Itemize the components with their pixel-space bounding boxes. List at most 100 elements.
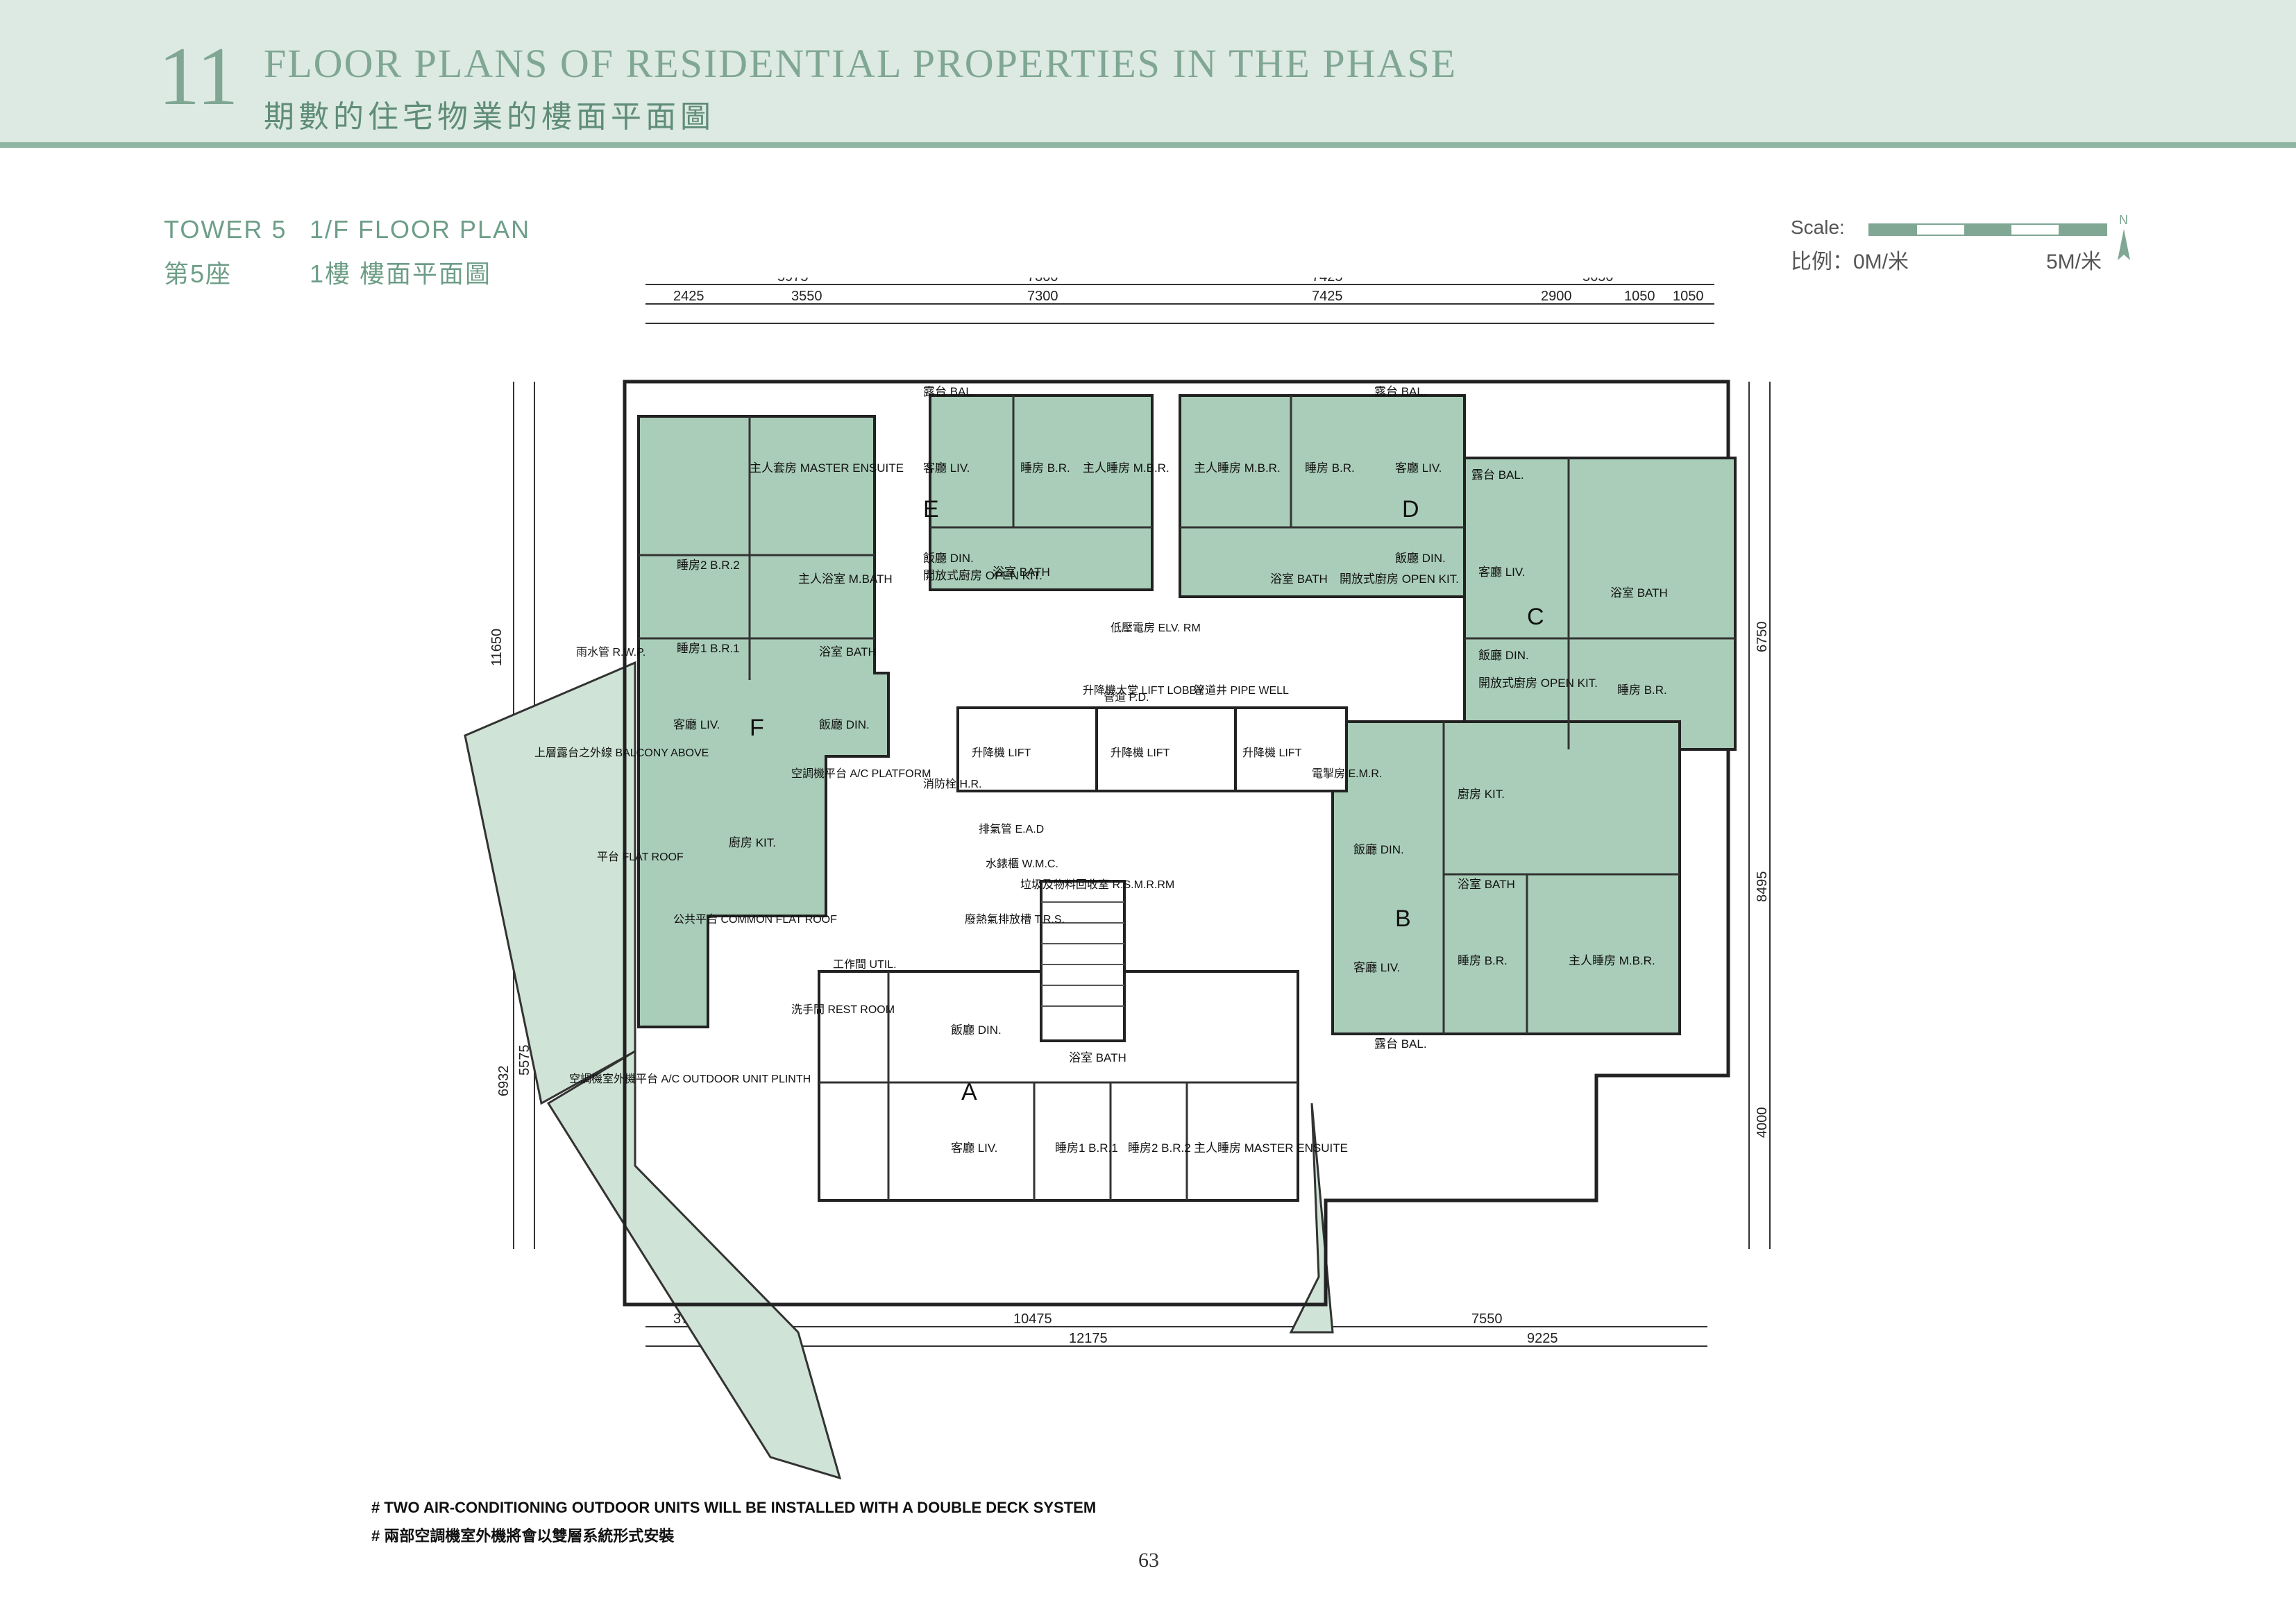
room-a-4: 主人睡房 MASTER ENSUITE bbox=[1194, 1141, 1348, 1155]
core-label-12: 廢熱氣排放槽 T.R.S. bbox=[965, 912, 1065, 926]
room-a-2: 睡房1 B.R.1 bbox=[1055, 1141, 1118, 1155]
dim-right-2: 8495 bbox=[1755, 872, 1770, 903]
section-title-en: FLOOR PLANS OF RESIDENTIAL PROPERTIES IN… bbox=[264, 41, 1458, 86]
core-label-8: 垃圾及物料回收室 R.S.M.R.RM bbox=[1020, 878, 1174, 891]
floor-zh: 1樓 樓面平面圖 bbox=[310, 260, 492, 288]
room-b-5: 主人睡房 M.B.R. bbox=[1569, 954, 1655, 967]
room-e-0: 客廳 LIV. bbox=[923, 461, 970, 475]
header-rule bbox=[0, 142, 2296, 148]
plan-title: TOWER 5 1/F FLOOR PLAN 第5座 1樓 樓面平面圖 bbox=[164, 215, 530, 290]
core-label-group: 升降機 LIFT 升降機 LIFT 升降機 LIFT 升降機大堂 LIFT LO… bbox=[791, 622, 1382, 1016]
room-d-0: 主人睡房 M.B.R. bbox=[1194, 461, 1281, 475]
room-b-2: 廚房 KIT. bbox=[1458, 787, 1505, 801]
stair-treads bbox=[1041, 901, 1124, 1007]
tower-en: TOWER 5 bbox=[164, 215, 287, 244]
core-label-4: 管道井 PIPE WELL bbox=[1194, 684, 1289, 697]
core-label-2: 升降機 LIFT bbox=[1242, 747, 1302, 759]
room-f-5: 客廳 LIV. bbox=[673, 718, 720, 731]
dim-top2-1: 2425 bbox=[673, 289, 704, 304]
room-d-2: 客廳 LIV. bbox=[1395, 461, 1442, 475]
unit-c-fill bbox=[1463, 457, 1737, 751]
room-f-4: 浴室 BATH bbox=[819, 645, 877, 658]
room-b-4: 睡房 B.R. bbox=[1458, 954, 1508, 967]
scale-bar: Scale: 比例：0M/米 5M/米 bbox=[1791, 214, 2152, 276]
unit-label-f: F bbox=[750, 715, 764, 741]
dim-bot2-2: 12175 bbox=[1069, 1331, 1108, 1346]
dim-top2-2: 3550 bbox=[791, 289, 822, 304]
unit-label-e: E bbox=[923, 496, 939, 522]
unit-d-fill bbox=[1179, 394, 1466, 598]
room-d-5: 浴室 BATH bbox=[1270, 572, 1328, 586]
units bbox=[637, 394, 1737, 1202]
scale-end-label: 5M/米 bbox=[2046, 250, 2102, 273]
dim-left-2: 5575 bbox=[517, 1045, 532, 1076]
room-b-1: 客廳 LIV. bbox=[1353, 961, 1400, 974]
scale-label-zh: 比例：0M/米 bbox=[1791, 250, 1909, 273]
room-f-0: 主人套房 MASTER ENSUITE bbox=[750, 461, 904, 475]
dim-right-3: 4000 bbox=[1755, 1107, 1770, 1139]
unit-f-fill bbox=[637, 415, 890, 1028]
unit-a-fill bbox=[818, 970, 1299, 1202]
room-c-1: 飯廳 DIN. bbox=[1478, 649, 1529, 662]
flat-roofs bbox=[464, 661, 1334, 1480]
dim-top2-5: 2900 bbox=[1541, 289, 1572, 304]
room-e-6: 露台 BAL. bbox=[923, 385, 976, 398]
floor-en: 1/F FLOOR PLAN bbox=[310, 215, 531, 244]
room-b-0: 飯廳 DIN. bbox=[1353, 843, 1404, 856]
room-b-3: 浴室 BATH bbox=[1458, 878, 1515, 891]
room-d-6: 露台 BAL. bbox=[1374, 385, 1427, 398]
core-label-1: 升降機 LIFT bbox=[1111, 747, 1170, 759]
core-label-14: 洗手間 REST ROOM bbox=[791, 1003, 895, 1016]
dim-top-2: 7300 bbox=[1027, 278, 1058, 284]
dim-top2-6: 1050 bbox=[1624, 289, 1655, 304]
room-e-4: 開放式廚房 OPEN KIT. bbox=[923, 568, 1043, 582]
unit-label-d: D bbox=[1402, 496, 1419, 522]
room-f-1: 睡房2 B.R.2 bbox=[677, 559, 740, 572]
room-f-6: 飯廳 DIN. bbox=[819, 718, 870, 731]
footnote-en: # TWO AIR-CONDITIONING OUTDOOR UNITS WIL… bbox=[371, 1499, 1097, 1516]
room-c-4: 浴室 BATH bbox=[1610, 586, 1668, 600]
core-label-10: 低壓電房 ELV. RM bbox=[1111, 622, 1201, 634]
room-e-3: 飯廳 DIN. bbox=[923, 552, 974, 565]
room-a-5: 浴室 BATH bbox=[1069, 1051, 1126, 1064]
core-label-11: 排氣管 E.A.D bbox=[979, 823, 1044, 835]
dim-bot-3: 10475 bbox=[1013, 1311, 1052, 1327]
core-label-3: 升降機大堂 LIFT LOBBY bbox=[1083, 684, 1204, 697]
floor-plan-drawing: 5975 7300 7425 5650 2425 3550 7300 7425 … bbox=[464, 278, 1771, 1480]
ext-label-0: 平台 FLAT ROOF bbox=[597, 851, 684, 863]
room-c-2: 開放式廚房 OPEN KIT. bbox=[1478, 676, 1598, 690]
room-e-2: 主人睡房 M.B.R. bbox=[1083, 461, 1170, 475]
room-labels: 主人套房 MASTER ENSUITE 睡房2 B.R.2 睡房1 B.R.1 … bbox=[673, 385, 1668, 1155]
dim-bot-4: 7550 bbox=[1471, 1311, 1503, 1327]
page-header bbox=[0, 0, 2296, 142]
tower-zh: 第5座 bbox=[164, 260, 233, 288]
dim-top2-4: 7425 bbox=[1312, 289, 1343, 304]
dim-left-1: 11650 bbox=[489, 629, 505, 666]
dim-top-4: 5650 bbox=[1582, 278, 1614, 284]
room-f-3: 主人浴室 M.BATH bbox=[798, 572, 893, 586]
dim-right-1: 6750 bbox=[1755, 622, 1770, 653]
page-number: 63 bbox=[1138, 1549, 1159, 1572]
core-label-9: 電掣房 E.M.R. bbox=[1312, 767, 1382, 780]
unit-label-a: A bbox=[961, 1079, 977, 1105]
core bbox=[956, 706, 1348, 1042]
room-a-0: 飯廳 DIN. bbox=[951, 1023, 1002, 1037]
unit-e-fill bbox=[929, 394, 1154, 591]
dim-top2-7: 1050 bbox=[1673, 289, 1704, 304]
scale-graphic bbox=[1868, 223, 2107, 236]
unit-letters: F E D C B A bbox=[750, 496, 1544, 1105]
ext-label-4: 空調機平台 A/C PLATFORM bbox=[791, 767, 931, 780]
room-e-1: 睡房 B.R. bbox=[1020, 461, 1070, 475]
room-c-5: 露台 BAL. bbox=[1471, 468, 1524, 482]
footnote-zh: # 兩部空調機室外機將會以雙層系統形式安裝 bbox=[371, 1527, 675, 1545]
partitions bbox=[639, 396, 1735, 1200]
external-label-group: 平台 FLAT ROOF 公共平台 COMMON FLAT ROOF 上層露台之… bbox=[534, 646, 931, 1085]
section-number: 11 bbox=[158, 30, 239, 122]
section-title-zh: 期數的住宅物業的樓面平面圖 bbox=[264, 100, 715, 134]
room-b-6: 露台 BAL. bbox=[1374, 1037, 1427, 1051]
room-c-3: 睡房 B.R. bbox=[1617, 683, 1667, 697]
core-label-5: 管道 P.D. bbox=[1104, 691, 1149, 704]
unit-label-c: C bbox=[1527, 604, 1544, 630]
north-arrow-icon: N bbox=[2118, 213, 2130, 260]
scale-label-en: Scale: bbox=[1791, 216, 1845, 238]
